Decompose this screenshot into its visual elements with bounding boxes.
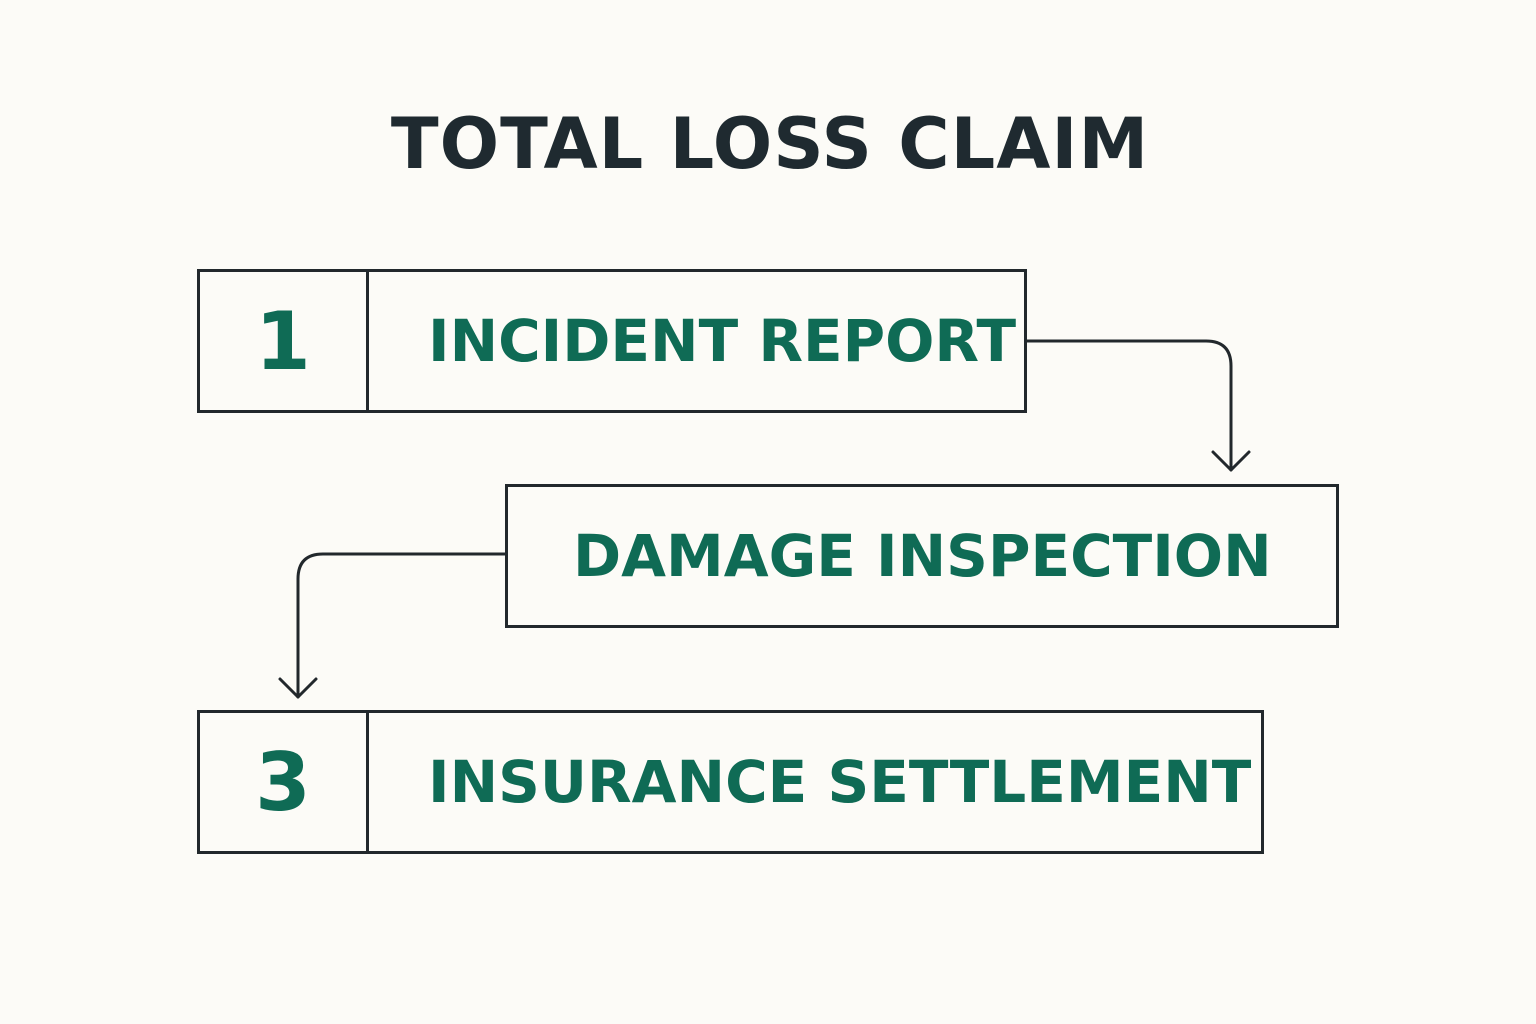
step-damage-inspection: DAMAGE INSPECTION (505, 484, 1339, 628)
arrow-down-icon (1211, 450, 1251, 472)
step-incident-report: 1 INCIDENT REPORT (197, 269, 1027, 413)
step-label: INCIDENT REPORT (428, 307, 1017, 375)
arrow-down-icon (278, 677, 318, 699)
step-label: DAMAGE INSPECTION (573, 522, 1272, 590)
connector-step2-to-step3 (296, 552, 507, 699)
connector-step1-to-step2 (1025, 339, 1233, 472)
diagram-title: TOTAL LOSS CLAIM (390, 103, 1150, 185)
step-number: 1 (200, 272, 369, 410)
step-label: INSURANCE SETTLEMENT (428, 748, 1252, 816)
step-insurance-settlement: 3 INSURANCE SETTLEMENT (197, 710, 1264, 854)
step-number: 3 (200, 713, 369, 851)
